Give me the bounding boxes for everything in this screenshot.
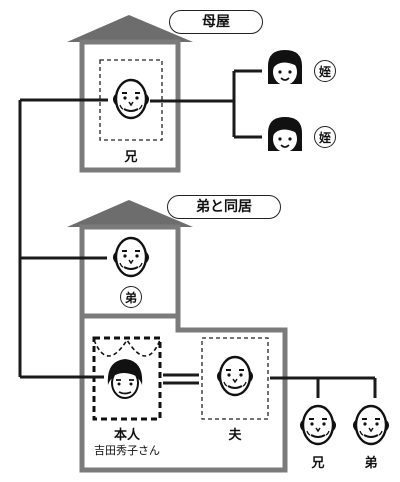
self-label: 本人 (113, 428, 140, 443)
niece-1-label: 姪 (314, 60, 336, 82)
elder-brother-label: 兄 (124, 150, 138, 165)
younger-brother-label: 弟 (120, 286, 142, 308)
shared-house (67, 200, 288, 473)
niece-1-face-icon (267, 49, 303, 86)
son-elder-label: 兄 (311, 456, 325, 471)
main-house-title: 母屋 (169, 10, 263, 34)
husband-face-icon (216, 355, 254, 397)
niece-2-face-icon (267, 116, 303, 153)
son-younger-label: 弟 (364, 456, 378, 471)
son-elder-face-icon (299, 404, 337, 446)
self-room-curtain (93, 338, 161, 357)
shared-house-title: 弟と同居 (167, 195, 281, 219)
husband-room (201, 337, 269, 420)
shared-house-roof (67, 200, 193, 227)
marriage-line (163, 373, 199, 385)
younger-brother-face-icon (112, 236, 150, 278)
niece-2-label: 姪 (314, 126, 336, 148)
main-house-roof (67, 15, 193, 42)
elder-brother-face-icon (112, 78, 150, 120)
husband-label: 夫 (228, 428, 242, 443)
self-name: 吉田秀子さん (94, 444, 160, 457)
son-younger-face-icon (352, 404, 390, 446)
relation-lines (18, 69, 377, 398)
